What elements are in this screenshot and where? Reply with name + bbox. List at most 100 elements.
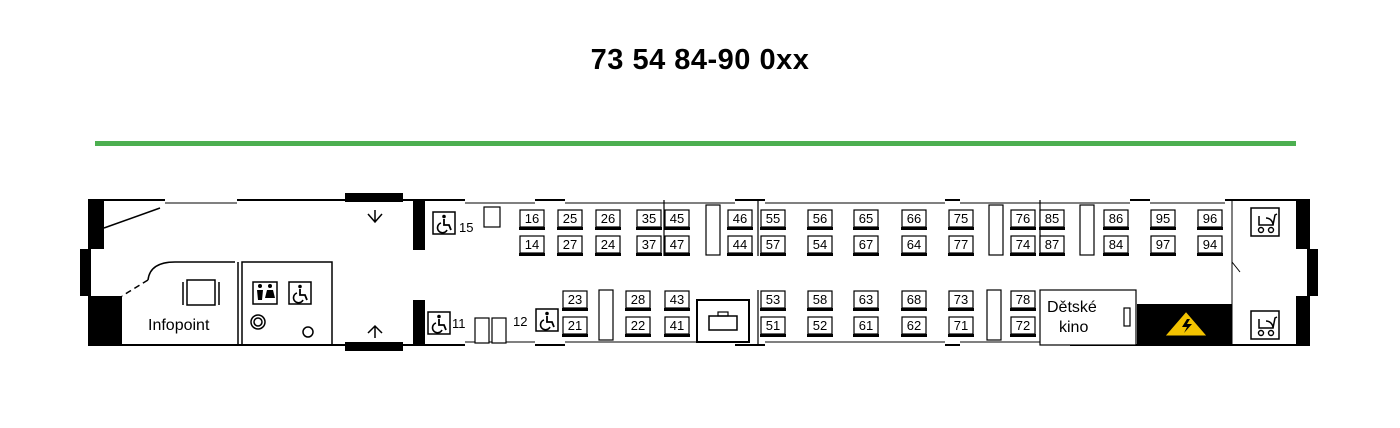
seat-number: 26 (601, 211, 615, 226)
seat-number: 78 (1016, 292, 1030, 307)
windows (165, 198, 1225, 347)
window (765, 342, 945, 347)
seat: 23 (562, 290, 588, 311)
seat-number: 54 (813, 237, 827, 252)
folding-seat (491, 317, 507, 344)
table (598, 289, 614, 341)
window (465, 342, 535, 347)
seat: 97 (1150, 235, 1176, 256)
wheelchair-place-number: 11 (452, 316, 466, 331)
partition-lower (413, 300, 425, 345)
seat: 63 (853, 290, 879, 311)
seat-number: 85 (1045, 211, 1059, 226)
folding-seat (483, 206, 501, 228)
seat-number: 22 (631, 318, 645, 333)
folding-seats (474, 206, 507, 344)
seat-number: 58 (813, 292, 827, 307)
seat: 96 (1197, 209, 1223, 230)
washbasin (250, 314, 266, 330)
stroller-icon (1250, 310, 1280, 340)
left-end-lower (88, 296, 122, 346)
seat: 78 (1010, 290, 1036, 311)
table (1079, 204, 1095, 256)
wheelchair-icon (432, 211, 456, 235)
seat: 54 (807, 235, 833, 256)
seat: 45 (664, 209, 690, 230)
toilet-room (241, 261, 333, 346)
wheelchair-icon (427, 311, 451, 335)
right-end-lower (1296, 296, 1310, 346)
seat: 87 (1039, 235, 1065, 256)
luggage-icon (696, 299, 750, 343)
seat-number: 41 (670, 318, 684, 333)
infopoint-label: Infopoint (148, 317, 210, 334)
door-top-leaf (345, 193, 403, 202)
table (705, 204, 721, 256)
wheelchair-place-number: 12 (513, 314, 527, 329)
seat: 27 (557, 235, 583, 256)
seat-number: 43 (670, 292, 684, 307)
window (960, 342, 1070, 347)
seat-number: 62 (907, 318, 921, 333)
seat-number: 21 (568, 318, 582, 333)
cinema-room (1039, 289, 1137, 346)
seat: 94 (1197, 235, 1223, 256)
seat: 86 (1103, 209, 1129, 230)
seat: 64 (901, 235, 927, 256)
entrance-vestibule (367, 210, 383, 338)
seat-number: 73 (954, 292, 968, 307)
class-color-line (95, 141, 1296, 146)
window (565, 342, 735, 347)
partition-upper (413, 200, 425, 250)
seat-number: 74 (1016, 237, 1030, 252)
seat-number: 65 (859, 211, 873, 226)
window-frames (165, 202, 1225, 343)
seat: 75 (948, 209, 974, 230)
seat: 55 (760, 209, 786, 230)
seat: 65 (853, 209, 879, 230)
seat: 21 (562, 316, 588, 337)
seat-number: 86 (1109, 211, 1123, 226)
seat-number: 75 (954, 211, 968, 226)
seat: 28 (625, 290, 651, 311)
seat: 57 (760, 235, 786, 256)
toilet-bowl (302, 326, 314, 338)
seat-number: 97 (1156, 237, 1170, 252)
left-end-upper (88, 199, 104, 249)
seat-number: 84 (1109, 237, 1123, 252)
seat: 56 (807, 209, 833, 230)
seat-number: 76 (1016, 211, 1030, 226)
seat: 68 (901, 290, 927, 311)
seat: 16 (519, 209, 545, 230)
table (986, 289, 1002, 341)
door-bottom-leaf (345, 342, 403, 351)
wheelchair-icon (535, 308, 559, 332)
window (765, 198, 945, 203)
seat: 37 (636, 235, 662, 256)
seat: 22 (625, 316, 651, 337)
end-slant (1231, 261, 1241, 273)
arrow-icon (367, 210, 383, 224)
seat-number: 28 (631, 292, 645, 307)
seat-number: 96 (1203, 211, 1217, 226)
childrens-cinema (1039, 289, 1137, 346)
right-coupler (1308, 249, 1318, 296)
cinema-screen (1123, 307, 1131, 327)
seat-number: 64 (907, 237, 921, 252)
seat-number: 71 (954, 318, 968, 333)
seat: 85 (1039, 209, 1065, 230)
seat: 62 (901, 316, 927, 337)
seat-number: 63 (859, 292, 873, 307)
seat: 74 (1010, 235, 1036, 256)
stroller-icon (1250, 207, 1280, 237)
window (565, 198, 735, 203)
seat-number: 56 (813, 211, 827, 226)
seat-number: 72 (1016, 318, 1030, 333)
cinema-label: Dětské (1047, 299, 1097, 316)
cinema-label: kino (1059, 319, 1088, 336)
seat: 73 (948, 290, 974, 311)
seat-number: 67 (859, 237, 873, 252)
seat: 51 (760, 316, 786, 337)
washbasin-inner (253, 317, 263, 327)
